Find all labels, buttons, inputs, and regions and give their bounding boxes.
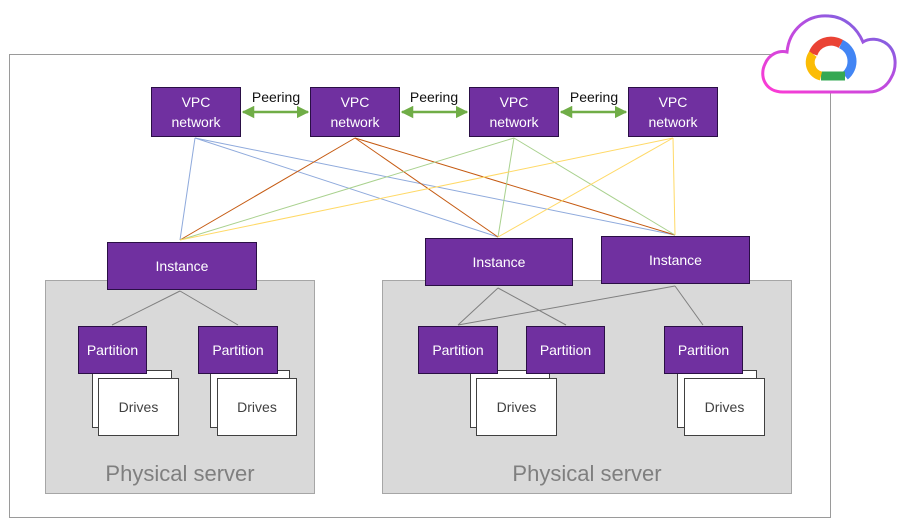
partition: Partition xyxy=(78,326,147,374)
partition-label: Partition xyxy=(432,342,484,358)
vpc-network-label: VPC network xyxy=(171,94,221,130)
drives: Drives xyxy=(476,378,557,436)
instance-label: Instance xyxy=(649,252,702,268)
partition: Partition xyxy=(198,326,278,374)
partition: Partition xyxy=(418,326,498,374)
vpc3-links xyxy=(179,137,676,241)
drives-label: Drives xyxy=(118,399,159,415)
partition: Partition xyxy=(526,326,605,374)
instance: Instance xyxy=(107,242,257,290)
partition-label: Partition xyxy=(86,342,139,358)
instance-label: Instance xyxy=(155,258,209,274)
drives-label: Drives xyxy=(704,399,745,415)
vpc-network-label: VPC network xyxy=(330,94,380,130)
drives-label: Drives xyxy=(496,399,537,415)
vpc4-links xyxy=(179,137,676,241)
diagram-frame xyxy=(9,54,831,518)
vpc2-links xyxy=(179,137,676,241)
partition-label: Partition xyxy=(539,342,592,358)
drives: Drives xyxy=(684,378,765,436)
instance: Instance xyxy=(425,238,573,286)
drives: Drives xyxy=(98,378,179,436)
partition: Partition xyxy=(664,326,743,374)
vpc-network: VPC network xyxy=(151,87,241,137)
physical-server-label: Physical server xyxy=(105,461,255,486)
instance-label: Instance xyxy=(472,254,526,270)
vpc1-links xyxy=(179,137,676,241)
peering-label: Peering xyxy=(569,89,619,105)
physical-server-label: Physical server xyxy=(512,461,662,486)
vpc-network: VPC network xyxy=(310,87,400,137)
instance: Instance xyxy=(601,236,750,284)
instance-partition-links xyxy=(111,285,704,326)
vpc-network: VPC network xyxy=(469,87,559,137)
drives: Drives xyxy=(217,378,297,436)
vpc-network-label: VPC network xyxy=(648,94,698,130)
partition-label: Partition xyxy=(677,342,730,358)
peering-label: Peering xyxy=(409,89,459,105)
peering-label: Peering xyxy=(251,89,301,105)
vpc-network: VPC network xyxy=(628,87,718,137)
google-cloud-logo-icon xyxy=(761,14,897,94)
drives-label: Drives xyxy=(237,399,277,415)
partition-label: Partition xyxy=(212,342,264,358)
vpc-network-label: VPC network xyxy=(489,94,539,130)
